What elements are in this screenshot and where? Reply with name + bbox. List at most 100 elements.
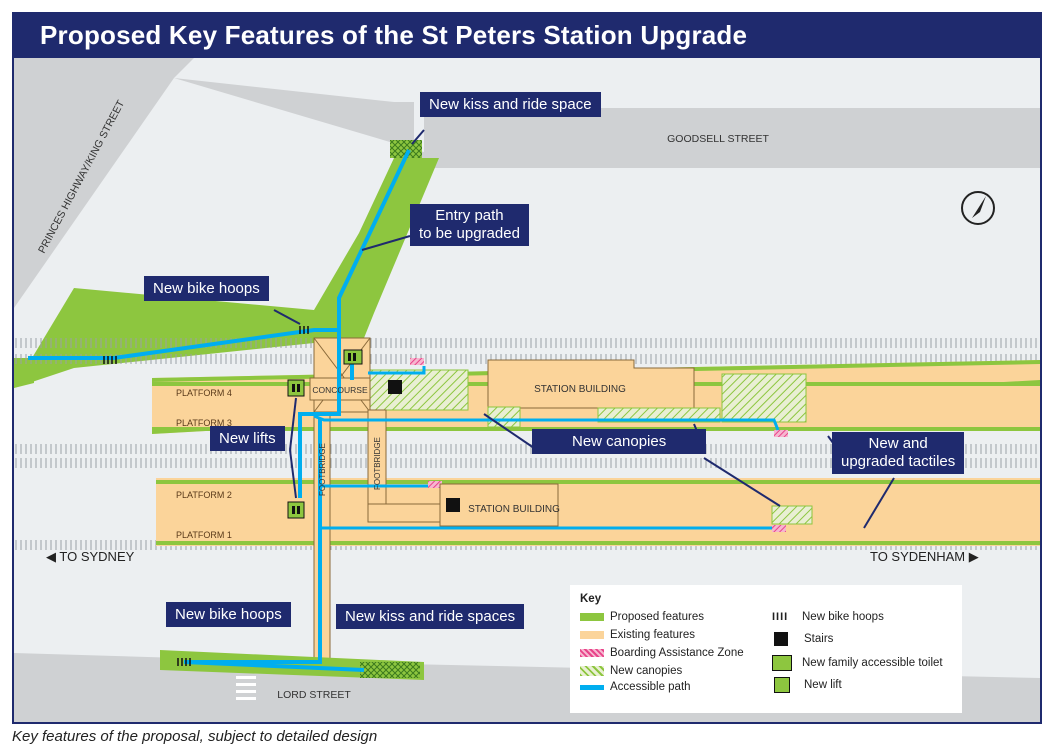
lord-street-crossing-area [229, 678, 314, 722]
accessible-path-north [28, 149, 411, 360]
callout-new-lifts: New lifts [210, 426, 285, 451]
lord-street-label: LORD STREET [277, 689, 351, 701]
track-middle-2 [14, 458, 1040, 468]
legend-label: New lift [804, 679, 842, 691]
legend-item-lift: New lift [772, 677, 842, 693]
arrow-left-icon: ◀ [46, 549, 56, 564]
proposed-west-strip [14, 358, 34, 388]
callout-text: upgraded tactiles [841, 453, 956, 470]
callout-text: Entry path [435, 207, 504, 224]
direction-east: TO SYDENHAM ▶ [870, 549, 979, 565]
boarding-zone-p1 [772, 525, 786, 532]
legend-item-existing: Existing features [580, 627, 695, 643]
platform-4-label: PLATFORM 4 [176, 388, 232, 398]
bike-hoops-south [177, 658, 191, 666]
princes-highway-road-edge [14, 58, 194, 308]
boarding-zone-p4 [410, 358, 424, 365]
legend-title: Key [580, 593, 602, 605]
platform-1-label: PLATFORM 1 [176, 530, 232, 540]
kiss-ride-space-north [390, 140, 422, 158]
lift-icon [287, 379, 305, 397]
pedestrian-crossing [236, 676, 256, 700]
callout-text: New and [868, 435, 928, 452]
accessible-path-lift-p3 [298, 330, 341, 498]
legend-item-canopy: New canopies [580, 663, 682, 679]
legend-label: Existing features [610, 629, 696, 641]
accessible-path-south [183, 418, 365, 672]
track-north-1 [14, 338, 1040, 348]
legend-item-bike-hoops: IIII New bike hoops [772, 609, 884, 625]
callout-text: to be upgraded [419, 225, 520, 242]
track-north-2 [14, 354, 1040, 364]
station-building-south-label: STATION BUILDING [468, 504, 560, 515]
direction-west: ◀ TO SYDNEY [46, 549, 134, 565]
accessible-path-p4 [368, 366, 426, 375]
legend-item-path: Accessible path [580, 679, 691, 695]
legend-label: Stairs [804, 633, 834, 645]
footbridge-label-secondary: FOOTBRIDGE [373, 437, 382, 490]
title-bar: Proposed Key Features of the St Peters S… [14, 14, 1040, 58]
concourse-label: CONCOURSE [312, 385, 368, 395]
platform-2-tactile [156, 480, 1040, 484]
canopy-east [721, 373, 807, 423]
lift-person-glyphs [292, 353, 356, 514]
track-middle-1 [14, 444, 1040, 454]
legend-label: Accessible path [610, 681, 691, 693]
boarding-zone-p2 [428, 481, 442, 488]
bike-hoops-icon: IIII [772, 611, 789, 623]
goodsell-street [424, 108, 1040, 168]
legend-item-stairs: Stairs [772, 631, 833, 647]
callout-text: New kiss and ride space [429, 96, 592, 113]
map-frame: Proposed Key Features of the St Peters S… [12, 12, 1042, 724]
boarding-zone-swatch [580, 649, 604, 657]
callout-kiss-ride-spaces: New kiss and ride spaces [336, 604, 525, 629]
map-title: Proposed Key Features of the St Peters S… [40, 20, 748, 50]
existing-swatch [580, 631, 604, 639]
arrow-right-icon: ▶ [968, 549, 979, 564]
kiss-ride-spaces-south [360, 662, 420, 678]
legend-label: Boarding Assistance Zone [610, 647, 744, 659]
canopy-platform-1 [771, 505, 813, 525]
legend-item-toilet: New family accessible toilet [772, 655, 943, 671]
callout-kiss-ride-space: New kiss and ride space [420, 92, 601, 117]
lift-icon [287, 501, 305, 519]
map-legend: Key Proposed features Existing features … [570, 585, 962, 713]
legend-item-proposed: Proposed features [580, 609, 704, 625]
callout-new-canopies: New canopies [532, 429, 707, 454]
callout-text: New canopies [572, 433, 667, 450]
callout-text: New bike hoops [175, 606, 282, 623]
canopy-swatch [580, 666, 604, 676]
goodsell-street-label: GOODSELL STREET [667, 133, 769, 145]
legend-label: Proposed features [610, 611, 704, 623]
legend-label: New family accessible toilet [802, 657, 943, 669]
proposed-swatch [580, 613, 604, 621]
callout-bike-hoops-north: New bike hoops [144, 276, 269, 301]
legend-item-boarding: Boarding Assistance Zone [580, 645, 744, 661]
direction-west-label: TO SYDNEY [59, 549, 135, 564]
canopy-platform-3-a [487, 406, 521, 428]
stairs-icon [446, 498, 460, 512]
accessible-path-swatch [580, 684, 604, 690]
direction-east-label: TO SYDENHAM [870, 549, 966, 564]
lift-icon [774, 677, 790, 693]
platform-1-tactile [156, 541, 1040, 545]
legend-label: New canopies [610, 665, 683, 677]
station-building-north-label: STATION BUILDING [534, 384, 626, 395]
map-caption: Key features of the proposal, subject to… [12, 728, 378, 745]
callout-text: New lifts [219, 430, 276, 447]
bike-hoops-north [103, 326, 309, 364]
family-toilet-icon [772, 655, 792, 671]
callout-text: New bike hoops [153, 280, 260, 297]
stairs-icon [774, 632, 788, 646]
platform-3-label: PLATFORM 3 [176, 418, 232, 428]
canopy-concourse [367, 369, 469, 411]
callout-text: New kiss and ride spaces [345, 608, 516, 625]
boarding-zone-p3 [774, 430, 788, 437]
callout-bike-hoops-south: New bike hoops [166, 602, 291, 627]
legend-label: New bike hoops [802, 611, 884, 623]
footbridge-label-main: FOOTBRIDGE [318, 443, 327, 496]
platform-2-label: PLATFORM 2 [176, 490, 232, 500]
stairs-icon [388, 380, 402, 394]
